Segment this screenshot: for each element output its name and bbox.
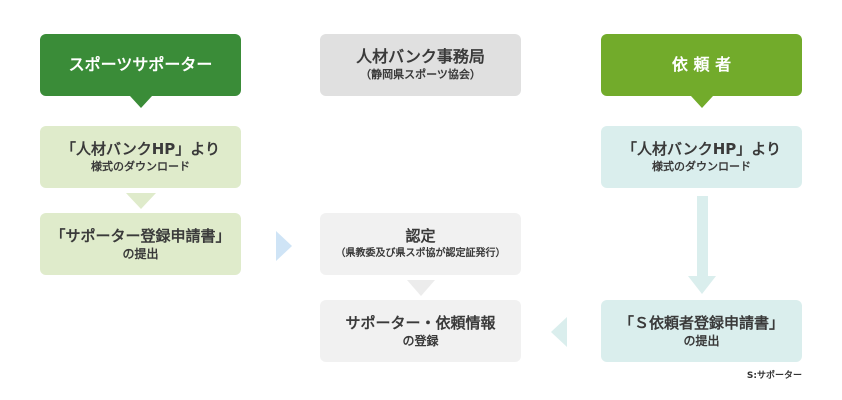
header-office: 人材バンク事務局 （静岡県スポーツ協会） — [320, 34, 521, 96]
arrow-down-icon — [130, 96, 152, 108]
step-line1: 「Ｓ依頼者登録申請書」 — [618, 314, 784, 332]
office-step-register: サポーター・依頼情報の登録 — [320, 300, 521, 362]
step-line2: の提出 — [122, 247, 159, 261]
supporter-step-submit: 「サポーター登録申請書」の提出 — [40, 213, 241, 275]
header-supporter-label: スポーツサポーター — [68, 55, 213, 74]
step-line2: 様式のダウンロード — [91, 160, 190, 173]
arrow-down-icon — [691, 96, 713, 108]
footnote: S:サポーター — [746, 371, 802, 381]
step-line2: （県教委及び県スポ協が認定証発行） — [335, 248, 506, 259]
header-supporter: スポーツサポーター — [40, 34, 241, 96]
arrow-shaft — [697, 196, 708, 276]
arrow-down-icon — [126, 193, 156, 209]
header-requester-label: 依 頼 者 — [671, 55, 732, 74]
requester-step-download: 「人材バンクHP」より様式のダウンロード — [601, 126, 802, 188]
step-line1: 「サポーター登録申請書」 — [50, 227, 231, 245]
arrow-right-icon — [276, 231, 292, 261]
header-office-title: 人材バンク事務局 — [356, 47, 485, 66]
header-office-subtitle: （静岡県スポーツ協会） — [360, 68, 481, 81]
office-step-certify: 認定 （県教委及び県スポ協が認定証発行） — [320, 213, 521, 275]
arrow-left-icon — [551, 317, 567, 347]
step-line1: サポーター・依頼情報 — [345, 314, 496, 332]
supporter-step-download: 「人材バンクHP」より様式のダウンロード — [40, 126, 241, 188]
header-requester: 依 頼 者 — [601, 34, 802, 96]
step-line2: の登録 — [402, 334, 439, 348]
requester-step-submit: 「Ｓ依頼者登録申請書」の提出 — [601, 300, 802, 362]
step-line1: 「人材バンクHP」より — [61, 140, 220, 158]
step-line2: の提出 — [683, 334, 720, 348]
arrow-down-icon — [688, 276, 716, 294]
arrow-down-icon — [407, 280, 435, 296]
step-line1: 「人材バンクHP」より — [622, 140, 781, 158]
step-line2: 様式のダウンロード — [652, 160, 751, 173]
step-line1: 認定 — [405, 227, 436, 245]
